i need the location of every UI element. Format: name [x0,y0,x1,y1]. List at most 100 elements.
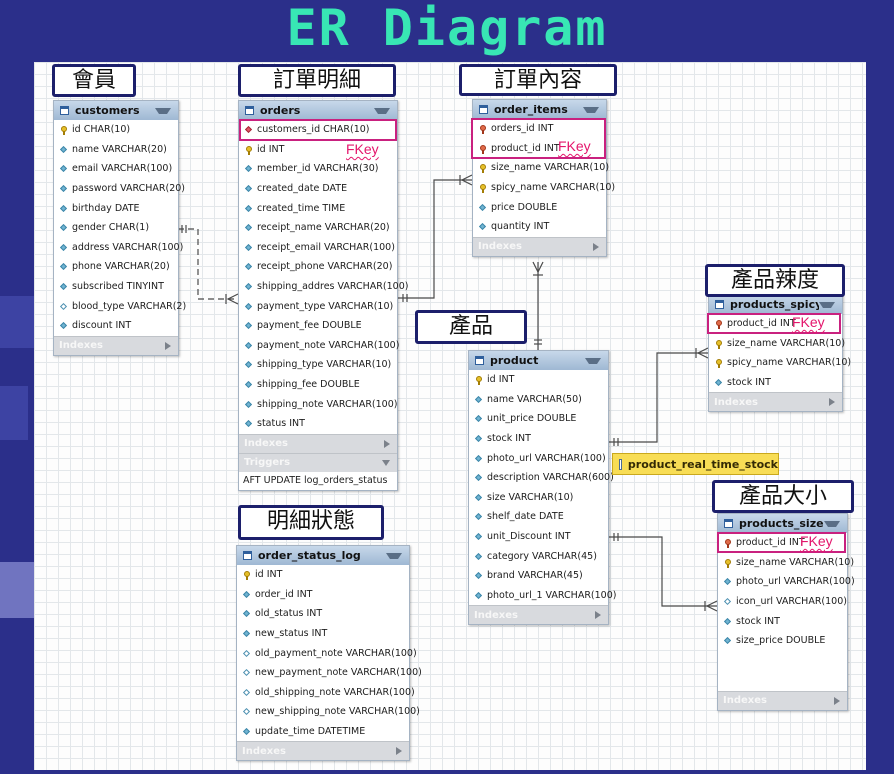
column-row[interactable]: shipping_note VARCHAR(100) [239,394,397,414]
column-row[interactable]: receipt_email VARCHAR(100) [239,238,397,258]
column-row[interactable]: product_id INT [718,533,847,553]
column-row[interactable]: size_name VARCHAR(10) [709,334,845,354]
collapse-icon[interactable] [386,552,402,559]
column-row[interactable]: new_shipping_note VARCHAR(100) [237,702,420,722]
collapse-icon[interactable] [155,107,171,114]
column-row[interactable]: old_payment_note VARCHAR(100) [237,643,417,663]
column-row[interactable]: old_status INT [237,604,409,624]
table-header[interactable]: product [469,351,608,370]
column-row[interactable]: photo_url VARCHAR(100) [469,448,608,468]
table-header[interactable]: orders [239,101,397,120]
column-row[interactable]: id INT [237,565,409,585]
column-row[interactable]: size_name VARCHAR(10) [473,158,609,178]
table-header[interactable]: order_status_log [237,546,409,565]
column-row[interactable]: unit_price DOUBLE [469,409,608,429]
column-row[interactable]: shelf_date DATE [469,507,608,527]
column-row[interactable]: shipping_fee DOUBLE [239,375,397,395]
column-row[interactable]: quantity INT [473,217,606,237]
column-row[interactable]: spicy_name VARCHAR(10) [709,353,851,373]
column-row[interactable]: blood_type VARCHAR(2) [54,296,186,316]
column-row[interactable]: update_time DATETIME [237,722,409,742]
expand-icon[interactable] [384,439,390,448]
table-header[interactable]: order_items [473,100,606,119]
column-row[interactable]: spicy_name VARCHAR(10) [473,178,615,198]
table-customers[interactable]: customers id CHAR(10)name VARCHAR(20)ema… [53,100,186,356]
expand-icon[interactable] [396,747,402,756]
indexes-section[interactable]: Indexes [473,236,606,256]
column-row[interactable]: email VARCHAR(100) [54,159,178,179]
column-row[interactable]: created_date DATE [239,179,397,199]
column-row[interactable]: new_status INT [237,624,409,644]
column-row[interactable]: photo_url VARCHAR(100) [718,572,855,592]
table-header[interactable]: products_sizes [718,514,847,533]
table-header[interactable]: customers [54,101,178,120]
collapse-icon[interactable] [824,520,840,527]
expand-icon[interactable] [382,459,390,466]
column-row[interactable]: receipt_phone VARCHAR(20) [239,257,397,277]
column-row[interactable]: id INT [239,140,397,160]
column-row[interactable]: photo_url_1 VARCHAR(100) [469,586,616,606]
expand-icon[interactable] [593,242,599,251]
column-row[interactable]: payment_note VARCHAR(100) [239,336,399,356]
collapse-icon[interactable] [583,106,599,113]
expand-icon[interactable] [165,341,171,350]
view-product-real-time-stock[interactable]: product_real_time_stock [612,453,779,475]
column-row[interactable]: customers_id CHAR(10) [239,120,397,140]
column-row[interactable]: shipping_type VARCHAR(10) [239,355,397,375]
column-row[interactable]: orders_id INT [473,119,606,139]
column-row[interactable]: member_id VARCHAR(30) [239,159,397,179]
triggers-section[interactable]: Triggers [239,452,397,472]
column-row[interactable]: size_name VARCHAR(10) [718,553,854,573]
column-row[interactable]: receipt_name VARCHAR(20) [239,218,397,238]
column-row[interactable]: name VARCHAR(50) [469,390,608,410]
indexes-section[interactable]: Indexes [709,392,842,412]
column-row[interactable]: gender CHAR(1) [54,218,178,238]
column-row[interactable]: password VARCHAR(20) [54,179,185,199]
column-row[interactable]: stock INT [709,373,842,393]
column-row[interactable]: phone VARCHAR(20) [54,257,178,277]
column-row[interactable]: size_price DOUBLE [718,631,847,651]
column-row[interactable]: status INT [239,414,397,434]
collapse-icon[interactable] [585,357,601,364]
column-row[interactable]: icon_url VARCHAR(100) [718,592,847,612]
column-row[interactable]: birthday DATE [54,198,178,218]
column-row[interactable]: order_id INT [237,585,409,605]
indexes-section[interactable]: Indexes [54,335,178,355]
trigger-item[interactable]: AFT UPDATE log_orders_status [243,475,388,486]
column-row[interactable]: id INT [469,370,608,390]
column-row[interactable]: unit_Discount INT [469,527,608,547]
column-row[interactable]: size VARCHAR(10) [469,488,608,508]
column-row[interactable]: shipping_addres VARCHAR(100) [239,277,408,297]
column-row[interactable]: address VARCHAR(100) [54,238,183,258]
expand-icon[interactable] [595,611,601,620]
column-row[interactable]: brand VARCHAR(45) [469,566,608,586]
column-row[interactable]: product_id INT [709,314,842,334]
column-row[interactable]: stock INT [718,611,847,631]
column-row[interactable]: old_shipping_note VARCHAR(100) [237,683,415,703]
column-row[interactable]: product_id INT [473,139,606,159]
column-row[interactable]: subscribed TINYINT [54,277,178,297]
column-row[interactable]: category VARCHAR(45) [469,546,608,566]
column-row[interactable]: payment_type VARCHAR(10) [239,296,397,316]
column-row[interactable]: price DOUBLE [473,197,606,217]
column-row[interactable]: id CHAR(10) [54,120,178,140]
indexes-section[interactable]: Indexes [237,741,409,761]
expand-icon[interactable] [834,696,840,705]
expand-icon[interactable] [829,398,835,407]
column-row[interactable]: stock INT [469,429,608,449]
column-row[interactable]: payment_fee DOUBLE [239,316,397,336]
indexes-section[interactable]: Indexes [718,690,847,710]
column-row[interactable]: discount INT [54,316,178,336]
collapse-icon[interactable] [819,301,835,308]
column-row[interactable]: description VARCHAR(600) [469,468,614,488]
indexes-section[interactable]: Indexes [469,605,608,625]
column-row[interactable]: new_payment_note VARCHAR(100) [237,663,422,683]
column-row[interactable]: created_time TIME [239,198,397,218]
table-header[interactable]: products_spicy [709,295,842,314]
indexes-section[interactable]: Indexes [239,433,397,453]
